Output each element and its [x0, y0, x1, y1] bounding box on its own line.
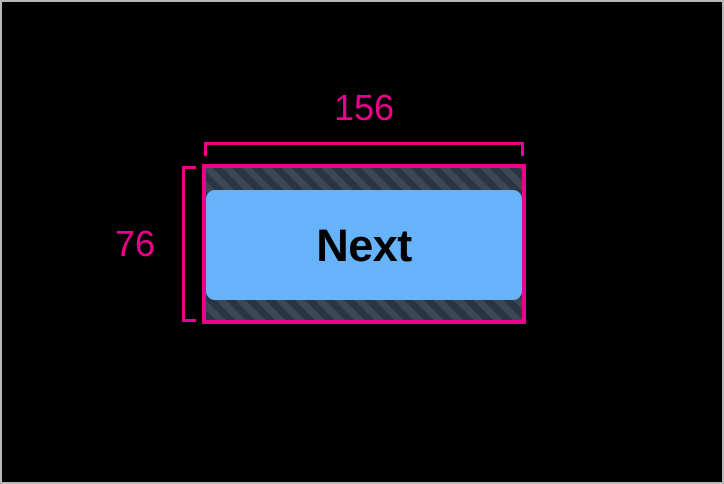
width-dimension-label: 156	[333, 87, 395, 128]
measured-element-bounds[interactable]: Next	[202, 164, 526, 324]
next-button[interactable]: Next	[206, 190, 522, 300]
width-dimension-bracket	[204, 142, 524, 156]
height-dimension-label: 76	[114, 223, 156, 264]
next-button-label: Next	[316, 219, 412, 271]
height-dimension-bracket	[182, 166, 196, 322]
